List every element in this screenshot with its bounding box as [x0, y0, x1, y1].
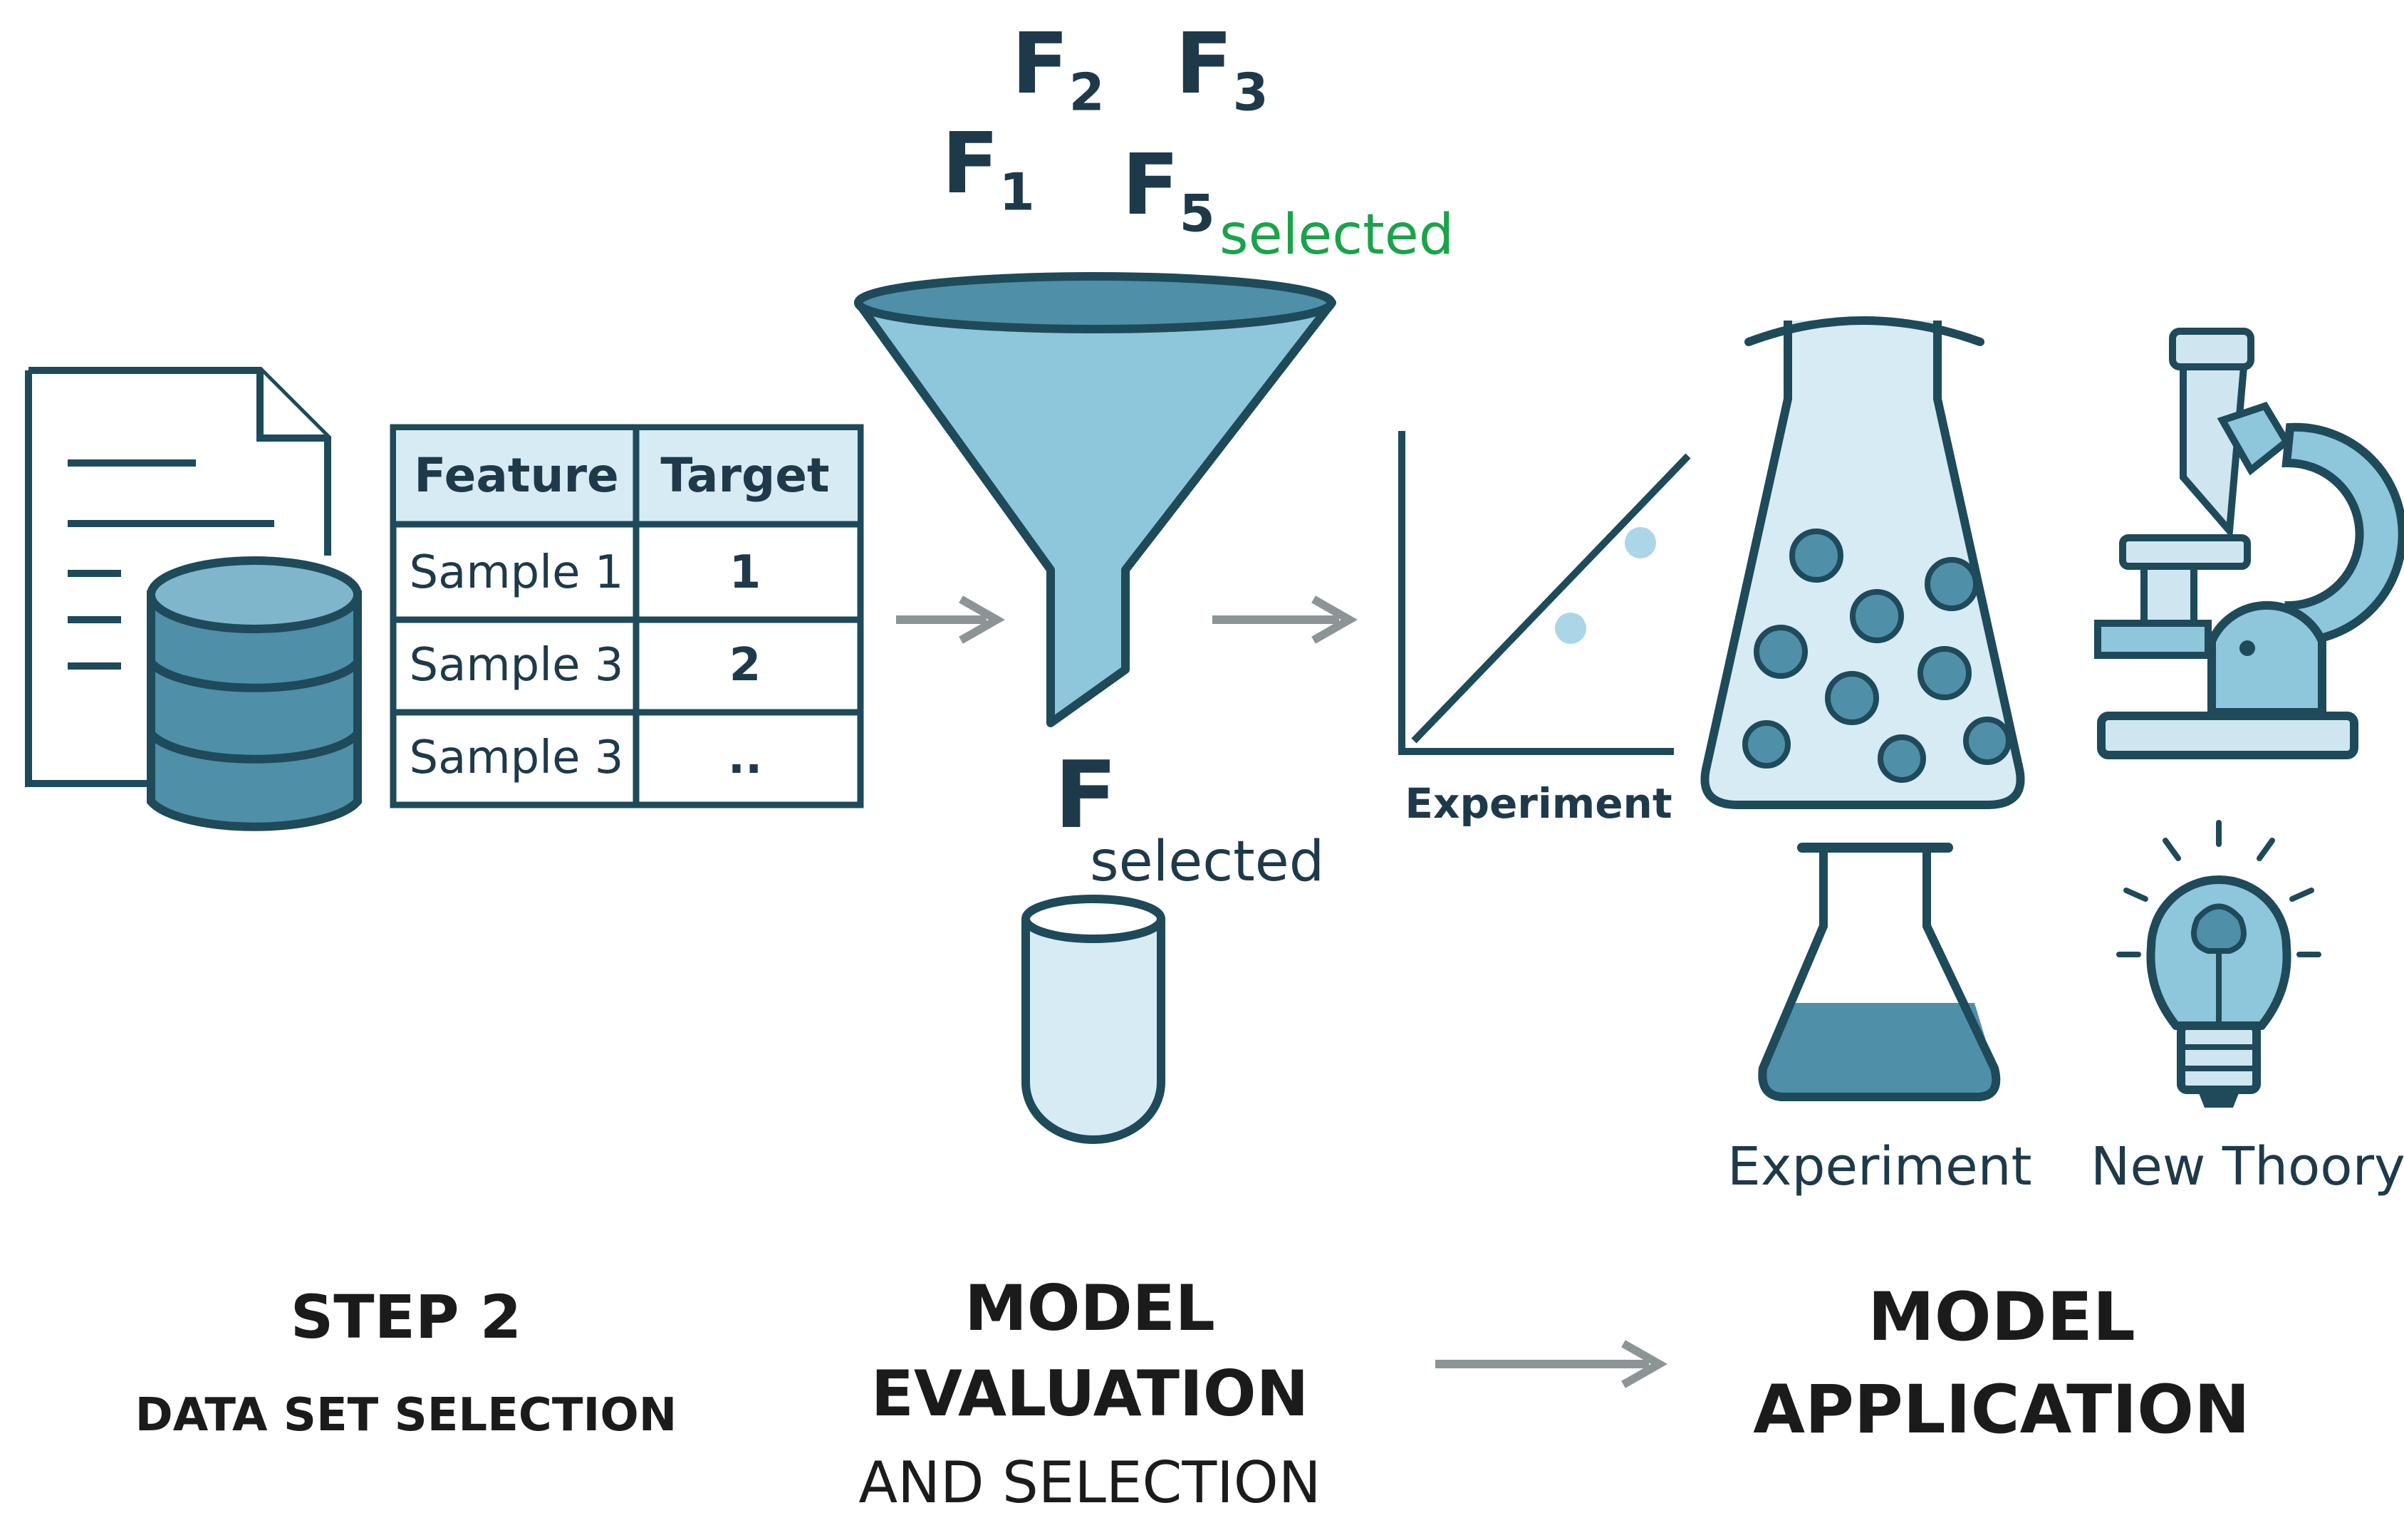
plot-icon	[1398, 431, 1691, 755]
table-cell: Sample 3	[409, 732, 623, 784]
table-cell: Sample 3	[409, 639, 623, 692]
table-cell: ..	[728, 732, 763, 784]
step2-subtitle: DATA SET SELECTION	[135, 1389, 677, 1442]
beaker-icon	[1021, 895, 1165, 1144]
evaluation-title-line2: EVALUATION	[870, 1357, 1309, 1430]
table-cell: Sample 1	[409, 546, 623, 599]
application-title-line1: MODEL	[1868, 1279, 2135, 1356]
funnel-icon	[854, 272, 1336, 727]
table-cell: 1	[729, 546, 761, 599]
small-flask-icon	[1758, 843, 2001, 1101]
feature-f1-label: F1	[942, 114, 1035, 222]
selected-tag: selected	[1219, 203, 1455, 267]
document-icon	[25, 367, 331, 787]
selected-feature-output-subscript: selected	[1090, 830, 1325, 894]
feature-f5-label: F5	[1122, 135, 1215, 244]
lightbulb-icon	[2116, 820, 2321, 1108]
evaluation-title-line3: AND SELECTION	[858, 1450, 1321, 1516]
new-theory-label: New Thoory	[2091, 1136, 2404, 1197]
database-icon	[147, 556, 362, 831]
feature-f3-label: F3	[1175, 14, 1269, 123]
feature-f2-label: F2	[1011, 14, 1105, 123]
evaluation-title-line1: MODEL	[964, 1271, 1215, 1345]
step2-title: STEP 2	[290, 1282, 522, 1352]
application-title-line2: APPLICATION	[1753, 1371, 2250, 1449]
plot-label: Experiment	[1405, 779, 1672, 828]
erlenmeyer-flask-icon	[1700, 316, 2025, 809]
microscope-icon	[2094, 328, 2404, 759]
experiment-label: Experiment	[1727, 1136, 2032, 1197]
selected-feature-output-label: F	[1054, 741, 1118, 849]
table-cell: 2	[729, 639, 761, 692]
feature-target-table: Feature Target Sample 1 1 Sample 3 2 Sam…	[390, 424, 864, 808]
table-header-feature: Feature	[414, 448, 619, 503]
table-header-target: Target	[660, 448, 829, 503]
